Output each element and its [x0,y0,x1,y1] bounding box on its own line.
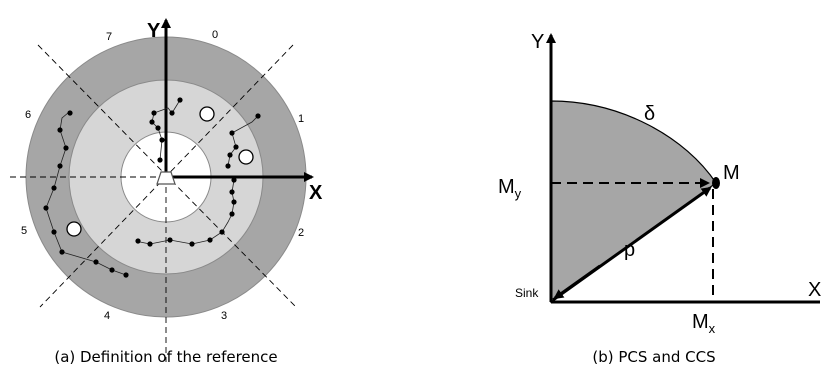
sensor-node [169,110,175,116]
my-label-main: M [498,176,515,198]
caption-b: (b) PCS and CCS [592,348,715,366]
sensor-node [51,229,57,235]
sector-label-6: 6 [25,109,31,121]
sector-label-5: 5 [21,225,27,237]
sensor-node [231,177,237,183]
my-label: My [498,176,522,201]
sensor-node [63,145,69,151]
sector-label-1: 1 [298,113,304,125]
sink-label: Sink [515,286,539,300]
axis-y-label-a: Y [147,20,161,42]
sensor-node [167,237,173,243]
mx-label-sub: x [709,321,716,336]
sensor-node [57,163,63,169]
sensor-node [231,199,237,205]
sensor-node [135,238,141,244]
sensor-node [93,259,99,265]
sensor-node [59,249,65,255]
sensor-node [189,241,195,247]
figure-a: Y X 0 1 2 3 4 5 6 7 (a) Definition of th… [8,18,323,366]
axis-y-label-b: Y [531,31,544,53]
vector-p-base [553,264,601,300]
sector-label-2: 2 [298,227,304,239]
sensor-node [43,205,49,211]
mobile-node [238,149,254,165]
sensor-node [67,110,73,116]
sector-label-7: 7 [106,31,112,43]
sensor-node [159,137,165,143]
figure-b: Y X δ M My p Sink Mx (b) PCS and CCS [498,31,821,366]
delta-label: δ [644,103,655,125]
point-m-label: M [723,162,740,184]
sensor-node [51,185,57,191]
sensor-node [225,163,231,169]
sensor-nodes [43,97,261,278]
sensor-node [227,152,233,158]
my-label-sub: y [515,186,522,201]
sensor-node [255,113,261,119]
axis-x-label-a: X [309,182,323,204]
sensor-node [229,211,235,217]
axis-x-label-b: X [808,279,821,301]
sensor-node [229,189,235,195]
sensor-node [155,125,161,131]
sensor-node [229,130,235,136]
sector-label-0: 0 [212,29,218,41]
sensor-node [177,97,183,103]
point-m-marker [712,177,720,189]
p-label: p [624,239,635,261]
sensor-node [123,272,129,278]
sensor-node [219,229,225,235]
sector-label-3: 3 [221,310,227,322]
sensor-node [151,110,157,116]
sensor-node [157,157,163,163]
mobile-node [199,106,215,122]
mobile-node [66,221,82,237]
mx-label: Mx [692,311,716,336]
sensor-node [147,241,153,247]
caption-a: (a) Definition of the reference [54,348,277,366]
sector-label-4: 4 [104,310,110,322]
sink-icon [156,171,176,185]
sensor-node [57,127,63,133]
sensor-node [149,119,155,125]
sensor-node [233,144,239,150]
sensor-node [207,237,213,243]
mx-label-main: M [692,311,709,333]
sensor-node [109,267,115,273]
